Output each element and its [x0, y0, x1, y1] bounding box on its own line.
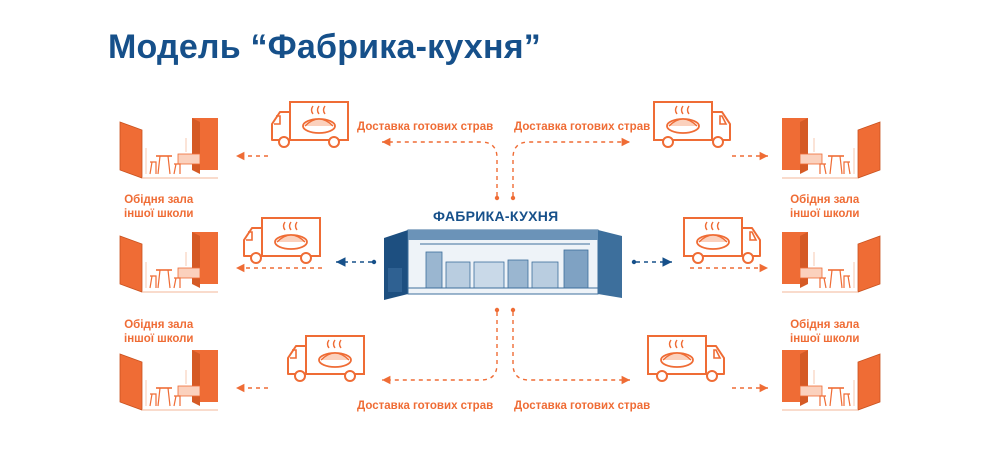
factory-kitchen-label: ФАБРИКА-КУХНЯ [433, 208, 559, 224]
dining-hall-label-line2: іншої школи [790, 208, 860, 220]
dining-hall-label-line1: Обідня зала [124, 194, 194, 206]
dining-hall-label-line2: іншої школи [790, 333, 860, 345]
dining-hall-icon-right-3 [781, 349, 881, 411]
dining-hall-label-line1: Обідня зала [790, 194, 860, 206]
dining-hall-label-left-1: Обідня зала іншої школи [124, 193, 193, 221]
dining-hall-label-line2: іншої школи [124, 333, 194, 345]
truck-icon-top-left [271, 101, 349, 148]
dining-hall-label-line2: іншої школи [124, 208, 194, 220]
factory-kitchen-icon [384, 229, 622, 300]
dining-hall-icon-right-1 [781, 117, 881, 179]
truck-icon-mid-left [243, 217, 321, 264]
dining-hall-label-right-1: Обідня зала іншої школи [790, 193, 859, 221]
dining-hall-label-line1: Обідня зала [790, 319, 860, 331]
truck-icon-bottom-left [287, 335, 365, 382]
dining-hall-icon-left-3 [119, 349, 219, 411]
truck-icon-bottom-right [647, 335, 725, 382]
page-title: Модель “Фабрика-кухня” [108, 28, 541, 66]
truck-icon-mid-right [683, 217, 761, 264]
dining-hall-label-right-2: Обідня зала іншої школи [790, 318, 859, 346]
connector-bottom-left [382, 312, 498, 385]
dining-hall-label-left-2: Обідня зала іншої школи [124, 318, 193, 346]
delivery-label-bottom-left: Доставка готових страв [357, 400, 494, 412]
truck-icon-top-right [653, 101, 731, 148]
dining-hall-icon-left-1 [119, 117, 219, 179]
delivery-label-top-left: Доставка готових страв [357, 121, 494, 133]
dining-hall-icon-right-2 [781, 231, 881, 293]
connector-top-left [382, 137, 498, 196]
delivery-label-bottom-right: Доставка готових страв [514, 400, 651, 412]
connector-top-right [512, 137, 630, 196]
dining-hall-icon-left-2 [119, 231, 219, 293]
delivery-label-top-right: Доставка готових страв [514, 121, 651, 133]
dining-hall-label-line1: Обідня зала [124, 319, 194, 331]
connector-bottom-right [512, 312, 630, 385]
